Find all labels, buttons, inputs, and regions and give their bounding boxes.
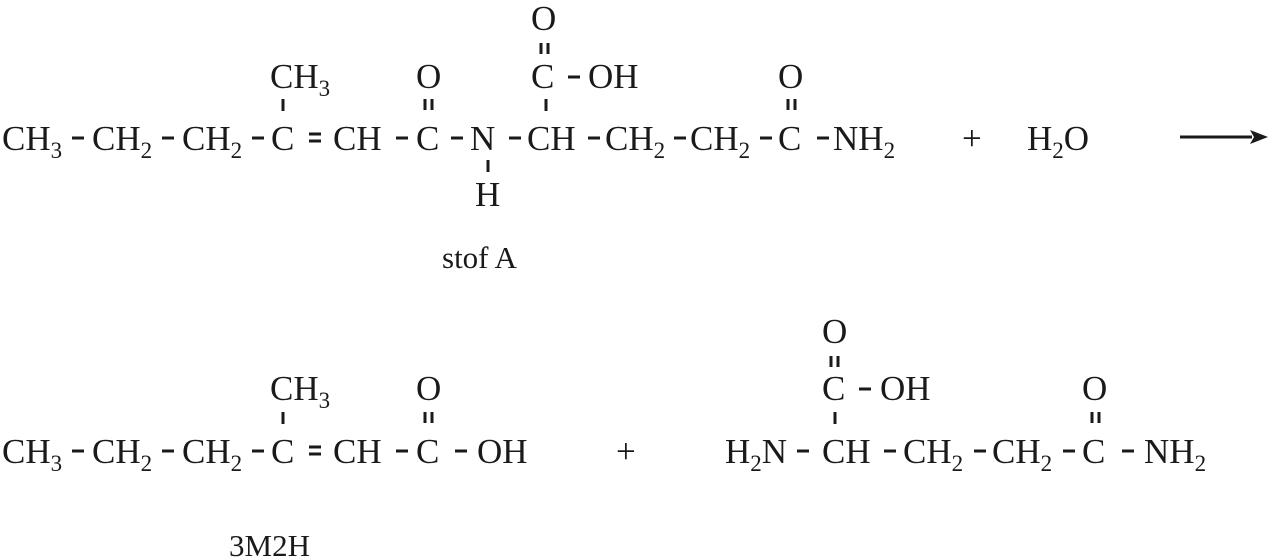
atom-oh: OH <box>477 432 528 471</box>
atom-o: O <box>1082 369 1107 408</box>
atom-ch: CH <box>333 432 382 471</box>
atom-ch3: CH3 <box>2 119 62 163</box>
atom-c-amide: C <box>1082 432 1105 471</box>
atom-ch2: CH2 <box>992 432 1052 476</box>
atom-ch2: CH2 <box>182 119 242 163</box>
atom-c-carboxyl: C <box>416 432 439 471</box>
reactant-water: H2O <box>1027 119 1089 163</box>
atom-c: C <box>271 119 294 158</box>
atom-o: O <box>531 0 556 38</box>
atom-ch2: CH2 <box>92 119 152 163</box>
atom-c-amide: C <box>778 119 801 158</box>
stof-a-label: stof A <box>442 240 518 275</box>
atom-h2n: H2N <box>725 432 787 476</box>
atom-ch-alpha: CH <box>822 432 871 471</box>
atom-n: N <box>470 119 495 158</box>
atom-o: O <box>416 369 441 408</box>
atom-ch2: CH2 <box>605 119 665 163</box>
atom-o: O <box>778 57 803 96</box>
atom-ch2: CH2 <box>182 432 242 476</box>
atom-oh: OH <box>880 369 931 408</box>
product-3m2h: CH3 CH2 CH2 C CH C OH CH3 O 3M2H <box>2 369 528 560</box>
reactant-stof-a: CH3 CH2 CH2 C CH C N CH CH2 CH2 C NH2 CH… <box>2 0 895 275</box>
3m2h-label: 3M2H <box>229 528 310 560</box>
arrow-head-icon <box>1250 130 1268 144</box>
atom-c-carboxyl: C <box>822 369 845 408</box>
atom-nh2: NH2 <box>833 119 895 163</box>
atom-nh2: NH2 <box>1144 432 1206 476</box>
atom-ch: CH <box>333 119 382 158</box>
atom-c: C <box>271 432 294 471</box>
atom-oh: OH <box>588 57 639 96</box>
product-glutamine: H2N CH CH2 CH2 C NH2 O C OH O <box>725 312 1206 476</box>
atom-h2o: H2O <box>1027 119 1089 163</box>
atom-h: H <box>475 175 500 214</box>
plus-sign: + <box>962 119 982 158</box>
atom-methyl: CH3 <box>270 369 330 413</box>
atom-ch2: CH2 <box>690 119 750 163</box>
atom-o: O <box>416 57 441 96</box>
atom-ch-alpha: CH <box>527 119 576 158</box>
atom-methyl: CH3 <box>270 57 330 101</box>
plus-sign: + <box>616 432 636 471</box>
atom-ch3: CH3 <box>2 432 62 476</box>
atom-c-carbonyl: C <box>416 119 439 158</box>
atom-ch2: CH2 <box>92 432 152 476</box>
atom-ch2: CH2 <box>903 432 963 476</box>
reaction-arrow <box>1180 130 1268 144</box>
atom-c-carboxyl: C <box>531 57 554 96</box>
atom-o: O <box>822 312 847 351</box>
